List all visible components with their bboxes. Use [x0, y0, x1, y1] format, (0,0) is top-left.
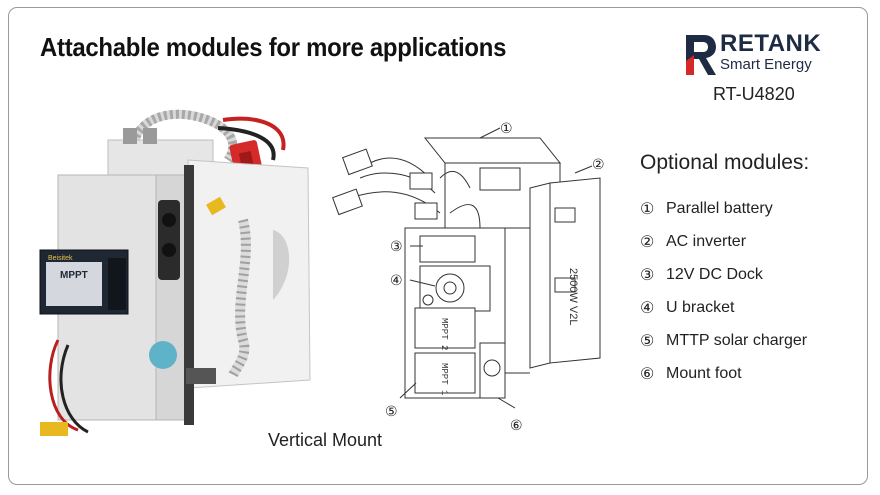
model-number: RT-U4820 — [713, 84, 795, 104]
option-label: U bracket — [666, 298, 735, 316]
options-heading: Optional modules: — [640, 151, 810, 174]
option-number: ⑤ — [640, 332, 655, 350]
option-label: Mount foot — [666, 364, 742, 382]
option-item: ① Parallel battery — [640, 192, 807, 225]
brand-logo: RETANK Smart Energy — [684, 30, 849, 78]
brand-tagline: Smart Energy — [720, 56, 812, 73]
module-diagram: 2500W V2L MPPT 2 MPPT 1 ① ② ③ ④ ⑤ ⑥ — [332, 121, 605, 434]
mppt1-label: MPPT 1 — [439, 363, 449, 395]
callout-6: ⑥ — [510, 418, 523, 434]
option-number: ④ — [640, 299, 655, 317]
mppt2-label: MPPT 2 — [439, 318, 449, 350]
mppt-brand-label: Beisitek — [48, 255, 73, 262]
options-list: ① Parallel battery ② AC inverter ③ 12V DC D… — [640, 192, 807, 390]
mppt-label: MPPT — [60, 270, 88, 281]
page-title: Attachable modules for more applications — [40, 32, 507, 62]
option-item: ② AC inverter — [640, 225, 807, 258]
option-label: Parallel battery — [666, 199, 773, 217]
callout-5: ⑤ — [385, 404, 398, 420]
photo-caption: Vertical Mount — [268, 430, 383, 450]
callout-2: ② — [592, 157, 605, 173]
callout-3: ③ — [390, 239, 403, 255]
option-item: ④ U bracket — [640, 291, 807, 324]
option-item: ⑥ Mount foot — [640, 357, 807, 390]
option-item: ⑤ MTTP solar charger — [640, 324, 807, 357]
option-label: MTTP solar charger — [666, 331, 808, 349]
option-label: 12V DC Dock — [666, 265, 763, 283]
option-label: AC inverter — [666, 232, 747, 250]
option-number: ⑥ — [640, 365, 655, 383]
brand-name: RETANK — [720, 30, 822, 57]
callout-1: ① — [500, 121, 513, 137]
logo-r-mark-icon — [686, 35, 716, 75]
option-item: ③ 12V DC Dock — [640, 258, 807, 291]
option-number: ③ — [640, 266, 655, 284]
inverter-label: 2500W V2L — [567, 268, 579, 325]
option-number: ① — [640, 200, 655, 218]
product-photo: Beisitek MPPT — [39, 109, 311, 436]
callout-4: ④ — [390, 273, 403, 289]
option-number: ② — [640, 233, 655, 251]
